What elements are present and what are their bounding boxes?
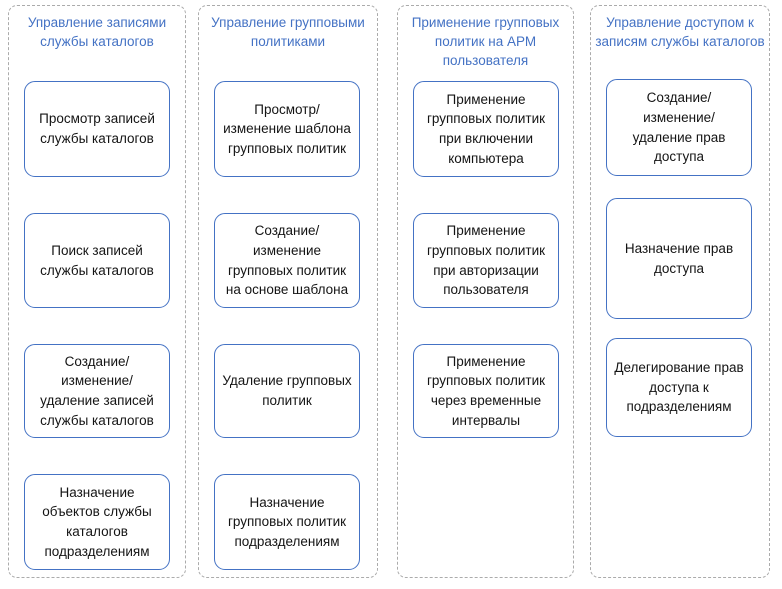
diagram-box-apply-on-time-intervals: Применение групповых политик через време… bbox=[413, 344, 559, 438]
diagram-box-search-directory-records: Поиск записей службы каталогов bbox=[24, 213, 170, 308]
group-title: Управление групповыми политиками bbox=[211, 15, 365, 50]
group-title: Управление доступом к записям службы кат… bbox=[595, 15, 765, 50]
diagram-box-assign-access-rights: Назначение прав доступа bbox=[606, 198, 752, 319]
group-title: Управление записями службы каталогов bbox=[27, 15, 167, 50]
diagram-box-apply-on-computer-start: Применение групповых политик при включен… bbox=[413, 81, 559, 177]
diagram-box-create-edit-policies-from-template: Создание/ изменение групповых политик на… bbox=[214, 213, 360, 308]
diagram-box-view-directory-records: Просмотр записей службы каталогов bbox=[24, 81, 170, 177]
diagram-box-apply-on-user-login: Применение групповых политик при авториз… bbox=[413, 213, 559, 308]
diagram-box-delegate-access-rights: Делегирование прав доступа к подразделен… bbox=[606, 338, 752, 437]
group-directory-records-management: Управление записями службы каталогов Про… bbox=[8, 5, 186, 578]
diagram-box-assign-directory-objects: Назначение объектов службы каталогов под… bbox=[24, 474, 170, 570]
diagram-box-crud-directory-records: Создание/ изменение/ удаление записей сл… bbox=[24, 344, 170, 438]
diagram-box-crud-access-rights: Создание/ изменение/ удаление прав досту… bbox=[606, 79, 752, 176]
group-policy-application: Применение групповых политик на АРМ поль… bbox=[397, 5, 574, 578]
diagram-box-delete-policies: Удаление групповых политик bbox=[214, 344, 360, 438]
group-title: Применение групповых политик на АРМ поль… bbox=[411, 15, 560, 69]
diagram-box-view-edit-policy-template: Просмотр/ изменение шаблона групповых по… bbox=[214, 81, 360, 177]
group-policy-management: Управление групповыми политиками Просмот… bbox=[198, 5, 378, 578]
group-access-management: Управление доступом к записям службы кат… bbox=[590, 5, 770, 578]
diagram-box-assign-policies-to-units: Назначение групповых политик подразделен… bbox=[214, 474, 360, 570]
